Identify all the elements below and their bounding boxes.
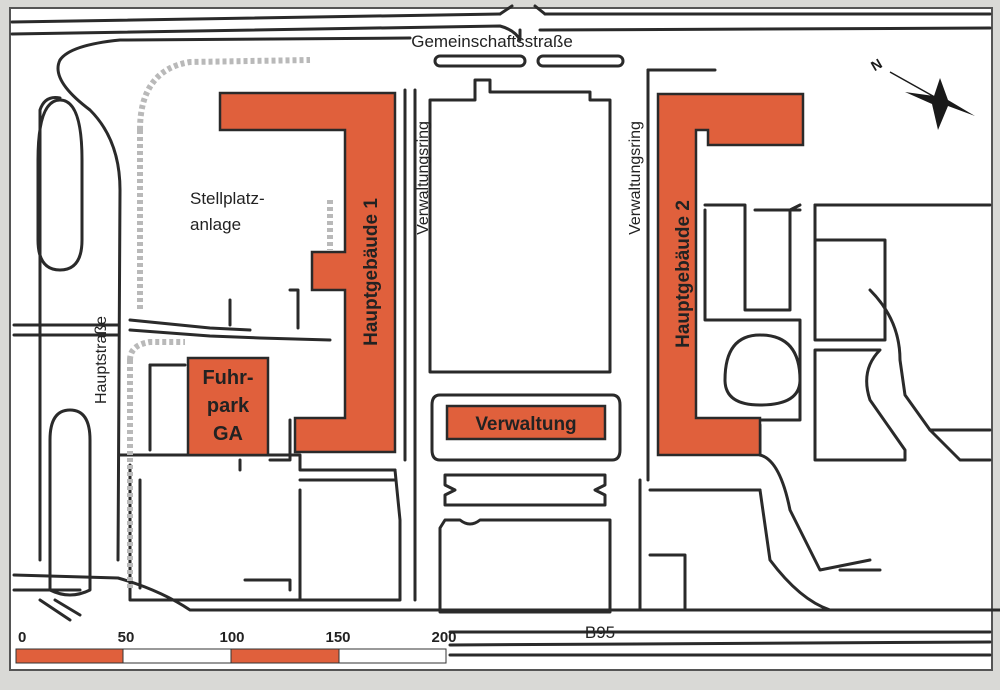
street-label-b95: B95 xyxy=(585,623,615,642)
road-lines xyxy=(10,4,1000,657)
parking-rows xyxy=(127,57,333,590)
compass-rose-icon xyxy=(905,78,975,130)
scale-segment xyxy=(230,648,340,664)
label-fuhrpark-line1: Fuhr- xyxy=(202,367,253,389)
label-stellplatz-line1: Stellplatz- xyxy=(190,189,265,208)
street-label-verwaltungsring-left: Verwaltungsring xyxy=(415,121,432,235)
building-hauptgebaeude-2 xyxy=(656,92,805,457)
scale-segment xyxy=(122,648,232,664)
scale-segment xyxy=(15,648,124,664)
label-hauptgebaeude-2: Hauptgebäude 2 xyxy=(673,200,694,348)
scale-bar: 0 50 100 150 200 xyxy=(15,629,457,664)
scale-tick-label: 150 xyxy=(325,629,350,646)
scale-segment xyxy=(338,648,447,664)
label-fuhrpark-line2: park xyxy=(207,395,250,417)
street-label-verwaltungsring-right: Verwaltungsring xyxy=(627,121,644,235)
label-hauptgebaeude-1: Hauptgebäude 1 xyxy=(361,198,382,346)
label-verwaltung: Verwaltung xyxy=(475,414,576,435)
compass-needle xyxy=(889,71,941,101)
label-fuhrpark-line3: GA xyxy=(213,423,243,445)
buildings xyxy=(186,91,805,457)
scale-tick-label: 200 xyxy=(431,629,456,646)
street-label-gemeinschaftsstrasse: Gemeinschaftsstraße xyxy=(411,32,573,51)
building-fuhrpark xyxy=(186,356,270,457)
scale-tick-label: 50 xyxy=(118,629,135,646)
street-label-hauptstrasse: Hauptstraße xyxy=(93,316,110,404)
scale-tick-label: 0 xyxy=(18,629,26,646)
label-stellplatz-line2: anlage xyxy=(190,215,241,234)
building-verwaltung xyxy=(445,404,607,441)
building-hauptgebaeude-1 xyxy=(218,91,397,454)
scale-tick-label: 100 xyxy=(219,629,244,646)
